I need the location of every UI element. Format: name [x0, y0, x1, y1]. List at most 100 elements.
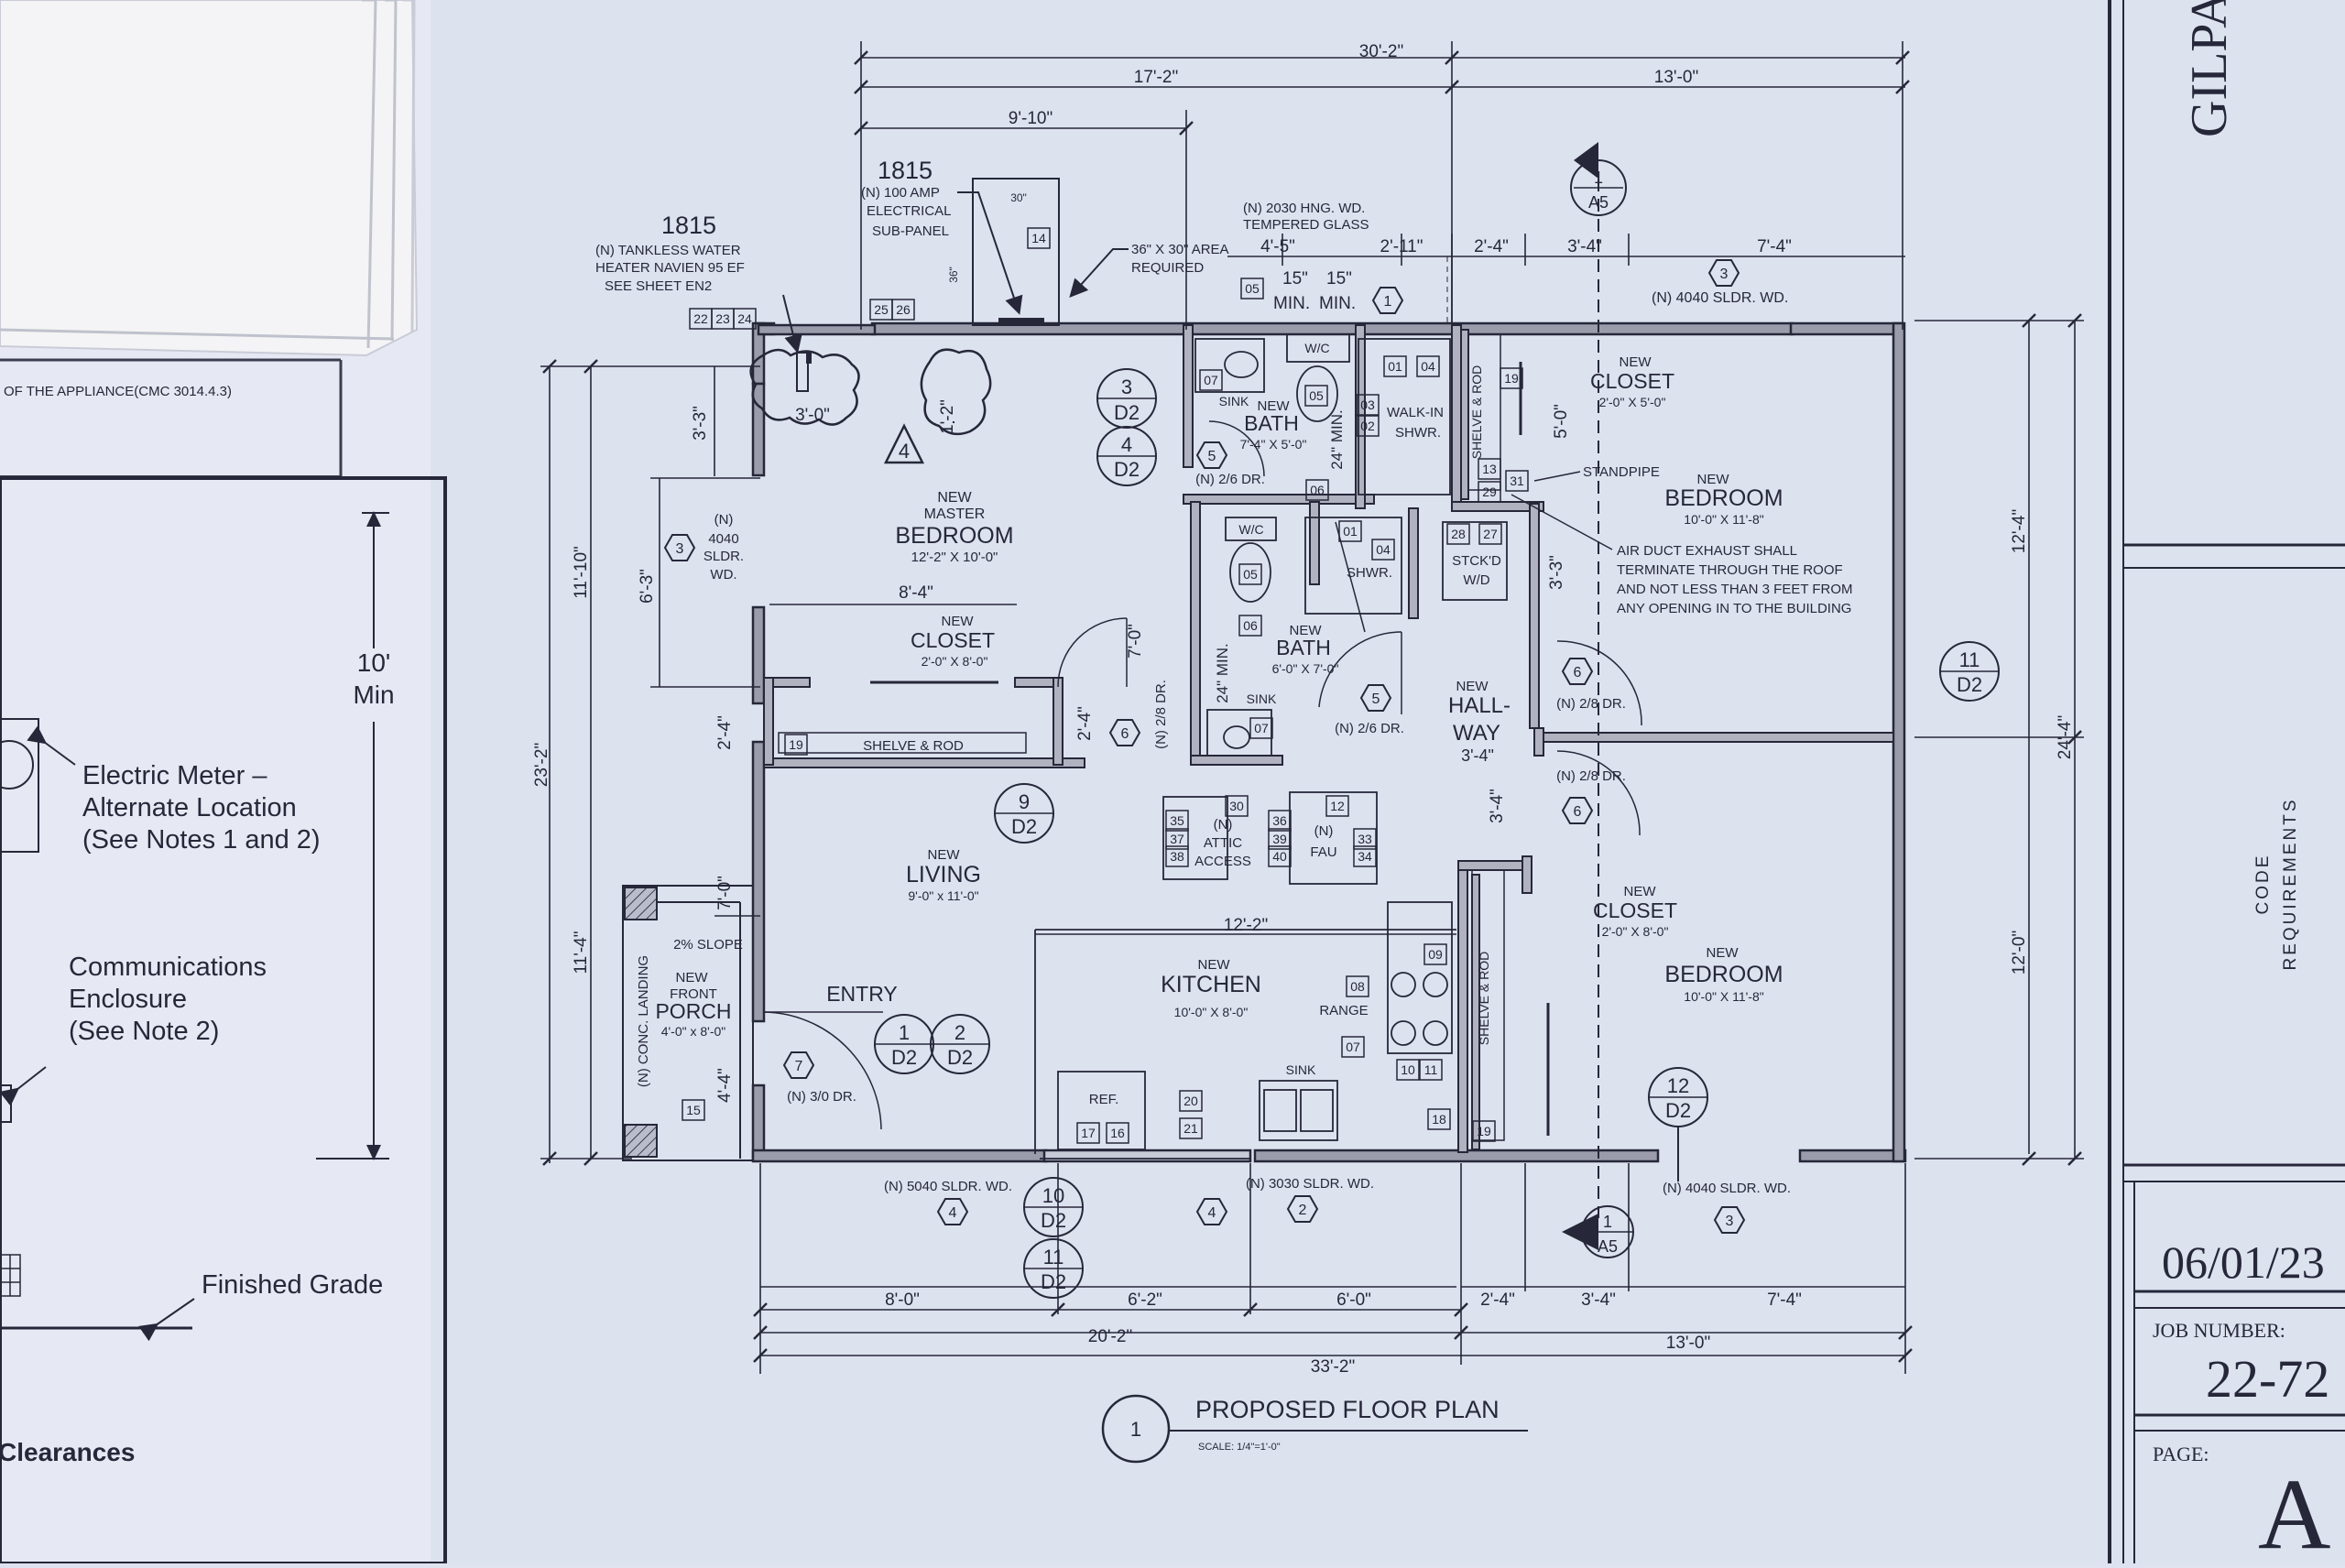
note-wc: W/C	[1238, 522, 1263, 537]
box-tag: 09	[1428, 947, 1443, 962]
box-tag: 27	[1483, 527, 1498, 541]
detail-sheet: D2	[1665, 1099, 1691, 1122]
box-tag-frame	[1341, 1036, 1365, 1058]
box-tag: 39	[1272, 832, 1287, 846]
dim-bottom-13-0: 13'-0"	[1666, 1334, 1710, 1353]
dim-inner-24-min-a: 24" MIN.	[1328, 409, 1346, 470]
room-prefix: NEW	[1290, 623, 1323, 638]
room-prefix: NEW	[1258, 398, 1291, 414]
room-name-living: LIVING	[906, 862, 981, 887]
appliance-note: OF THE APPLIANCE(CMC 3014.4.3)	[4, 384, 232, 399]
project-name: GILPA	[2181, 0, 2238, 137]
box-tag-frame	[1106, 1122, 1129, 1144]
note-slider-4040b: (N) 4040 SLDR. WD.	[1663, 1181, 1791, 1196]
detail-number: 1	[899, 1021, 910, 1044]
ten-min-label: 10'	[357, 648, 391, 677]
room-size: 10'-0" X 11'-8"	[1684, 989, 1763, 1004]
dim-left-2-4: 2'-4"	[715, 715, 735, 750]
note-water-heater: HEATER NAVIEN 95 EF	[595, 260, 745, 276]
box-tag: 34	[1358, 849, 1372, 864]
dim-bottom-8-0: 8'-0"	[885, 1290, 920, 1310]
room-size: 2'-0" X 8'-0"	[1602, 924, 1669, 939]
note-sink: SINK	[1219, 394, 1249, 408]
box-tag-frame	[1338, 520, 1362, 542]
box-tag-frame	[1165, 828, 1189, 850]
note-area-required: 36" X 30" AREA	[1131, 242, 1229, 257]
detail-sheet: D2	[1041, 1270, 1066, 1293]
room-prefix: NEW	[937, 490, 972, 506]
box-tag-frame	[1472, 1120, 1496, 1142]
entry-label: ENTRY	[826, 982, 898, 1006]
detail-sheet: D2	[1011, 815, 1037, 838]
code-req-line2: REQUIREMENTS	[2281, 797, 2300, 970]
note-fau: FAU	[1310, 844, 1336, 860]
box-tag-frame	[1419, 1059, 1443, 1081]
box-tag: 05	[1245, 281, 1260, 296]
electric-meter-line2: Alternate Location	[82, 793, 297, 822]
section-number: 1	[1603, 1213, 1612, 1231]
box-tag: 31	[1510, 474, 1524, 488]
note-door: (N) 2/6 DR.	[1335, 721, 1404, 736]
box-tag: 22	[693, 311, 708, 326]
dim-inner-12-2: 12'-2"	[1224, 916, 1268, 935]
window-tag: 1	[1384, 294, 1392, 310]
dim-bottom-6-2: 6'-2"	[1128, 1290, 1162, 1310]
room-name-bedroom: BEDROOM	[1664, 962, 1783, 987]
room-name-bath: BATH	[1244, 411, 1299, 435]
box-tag-frame	[1396, 1059, 1420, 1081]
dim-inner-7-0: 7'-0"	[1126, 624, 1145, 659]
window-tag: 4	[949, 1205, 957, 1221]
box-tag: 05	[1309, 388, 1324, 403]
door-tag: 5	[1372, 691, 1380, 707]
note-subpanel: (N) 100 AMP	[861, 185, 940, 201]
room-prefix: NEW	[1198, 957, 1231, 973]
dim-left-6-3: 6'-3"	[638, 569, 657, 604]
dimension-lines	[540, 41, 2084, 1374]
box-tag-frame	[1238, 563, 1262, 585]
room-prefix: NEW	[1697, 472, 1730, 487]
job-number-label: JOB NUMBER:	[2153, 1319, 2285, 1342]
detail-number: 11	[1959, 648, 1980, 671]
box-tag: 26	[896, 302, 911, 317]
dim-bottom-7-4: 7'-4"	[1767, 1290, 1802, 1310]
room-size: 7'-4" X 5'-0"	[1240, 437, 1307, 452]
door-tag: 6	[1574, 804, 1582, 820]
note-slope: 2% SLOPE	[673, 937, 743, 953]
note-min: MIN.	[1273, 294, 1310, 313]
note-1815-a: 1815	[661, 212, 716, 239]
section-marker-top: 1 A5	[1570, 142, 1627, 216]
note-min: 15"	[1282, 269, 1308, 289]
detail-sheet: D2	[1114, 458, 1140, 481]
comm-enclosure-line3: (See Note 2)	[69, 1017, 219, 1046]
detail-sheet: D2	[1041, 1209, 1066, 1232]
note-sink: SINK	[1286, 1062, 1316, 1077]
dim-top-7-4: 7'-4"	[1757, 237, 1792, 256]
dim-bottom-6-0: 6'-0"	[1336, 1290, 1371, 1310]
room-size: 2'-0" X 5'-0"	[1599, 395, 1666, 409]
porch-area	[622, 885, 754, 1161]
note-water-heater: SEE SHEET EN2	[605, 278, 712, 294]
note-slider-5040: (N) 5040 SLDR. WD.	[884, 1179, 1012, 1194]
detail-number: 12	[1667, 1074, 1689, 1097]
folded-papers	[0, 0, 419, 357]
electric-meter-line1: Electric Meter –	[82, 761, 267, 790]
section-number: 1	[1594, 169, 1603, 187]
room-name-bedroom: BEDROOM	[1664, 485, 1783, 511]
page-value: A	[2258, 1458, 2330, 1563]
dim-top-3-4: 3'-4"	[1567, 237, 1602, 256]
room-size: 4'-0" x 8'-0"	[661, 1024, 726, 1039]
dim-inner-1-2: 1'-2"	[938, 399, 957, 434]
dim-right-12-4: 12'-4"	[2010, 509, 2029, 553]
box-tag-frame	[1353, 828, 1377, 850]
page-label: PAGE:	[2153, 1443, 2209, 1465]
note-slider-left: SLDR.	[704, 549, 744, 564]
detail-sheet: D2	[1957, 673, 1982, 696]
dim-inner-8-4: 8'-4"	[899, 583, 933, 603]
box-tag: 08	[1350, 979, 1365, 994]
box-tag-frame	[1383, 355, 1407, 377]
box-tag-frame	[1199, 369, 1223, 391]
detail-sheet: D2	[947, 1046, 973, 1069]
